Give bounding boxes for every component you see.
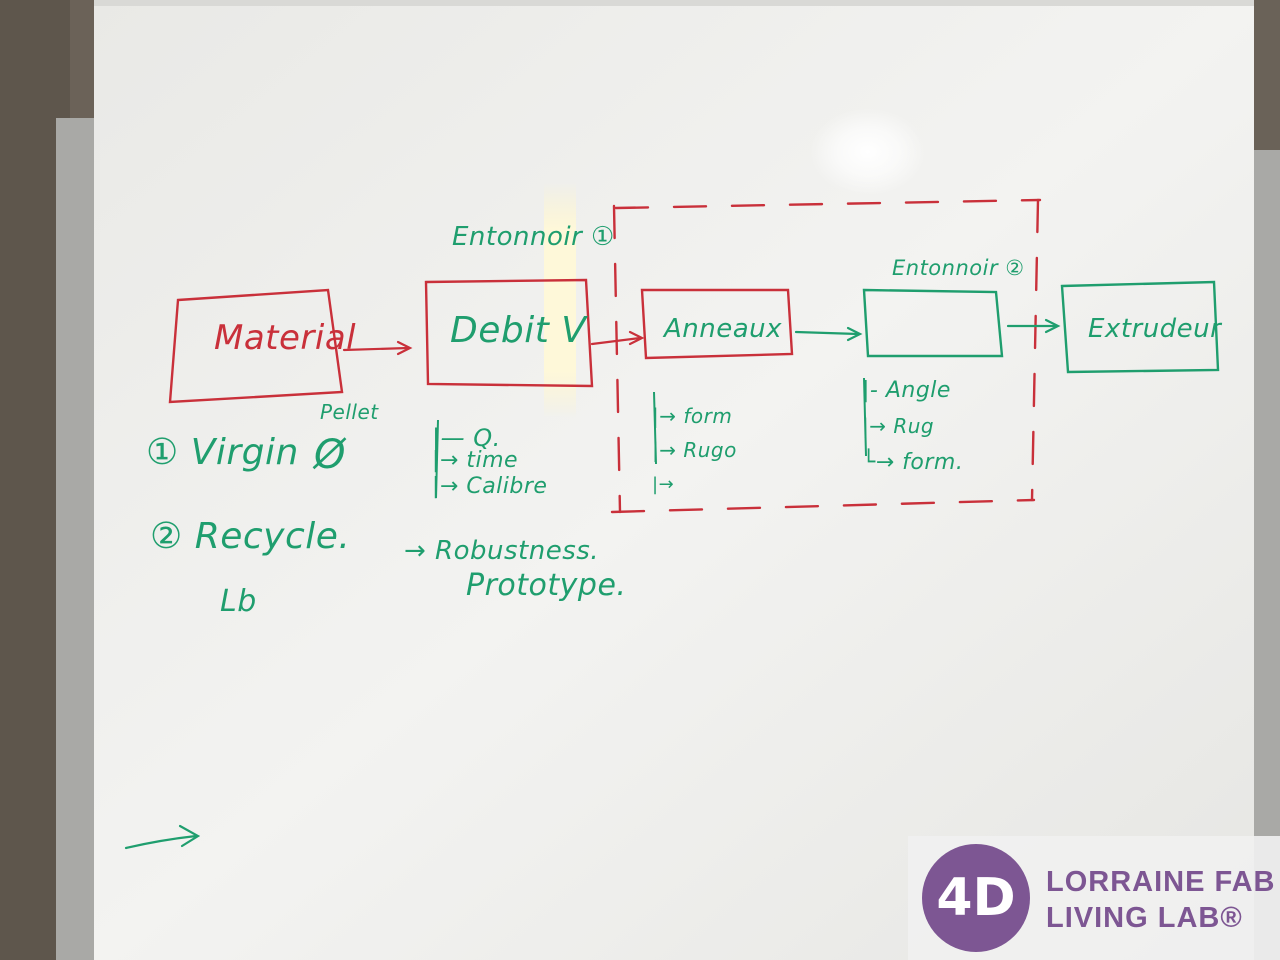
anneaux-form-note: |→ form: [652, 404, 733, 428]
extrudeur-box: [1060, 280, 1220, 374]
light-strip: [544, 182, 576, 418]
pellet-note: Pellet: [320, 400, 379, 424]
debit-calibre-note: |→ Calibre: [432, 474, 548, 499]
note-branch-lines: [435, 377, 867, 499]
board-top-edge: [94, 0, 1254, 6]
debit-q-note: |— Q.: [432, 424, 501, 452]
anneaux-rugo-note: |→ Rugo: [652, 438, 737, 462]
entonnoir2-box: [862, 288, 1004, 358]
material-box: [168, 288, 344, 404]
board-surface: [94, 0, 1254, 960]
virgin-note: ① Virgin: [146, 432, 299, 473]
glare-spot: [810, 108, 926, 196]
anneaux-box: [640, 288, 794, 360]
lb-note: Lb: [220, 584, 257, 619]
entonnoir2-label: Entonnoir ②: [892, 256, 1025, 280]
dashed-group-outline: [610, 198, 1042, 514]
debit-box: [424, 278, 594, 388]
4d-badge-text: 4D: [936, 868, 1016, 928]
anneaux-blank-note: |→: [652, 474, 675, 495]
form-note: └→ form.: [862, 450, 964, 475]
logo-line-1: LORRAINE FAB: [1046, 866, 1276, 898]
4d-badge-icon: 4D: [922, 844, 1030, 952]
robustness-note: → Robustness.: [404, 536, 600, 566]
entonnoir1-label: Entonnoir ①: [452, 222, 615, 252]
debit-label: Debit V: [450, 310, 587, 351]
debit-time-note: |→ time: [432, 448, 519, 473]
material-label: Material: [214, 318, 357, 358]
prototype-note: Prototype.: [466, 568, 627, 603]
empty-set-note: Ø: [314, 432, 346, 478]
board-left-frame: [56, 118, 98, 960]
logo-line-2: LIVING LAB®: [1046, 902, 1243, 934]
angle-note: |- Angle: [862, 378, 951, 403]
flow-arrows: [124, 318, 1061, 850]
rug-note: |→ Rug: [862, 414, 935, 438]
anneaux-label: Anneaux: [664, 314, 783, 344]
extrudeur-label: Extrudeur: [1088, 314, 1222, 344]
recycle-note: ② Recycle.: [150, 516, 351, 557]
lorraine-fab-logo: 4D LORRAINE FAB LIVING LAB®: [908, 836, 1280, 960]
